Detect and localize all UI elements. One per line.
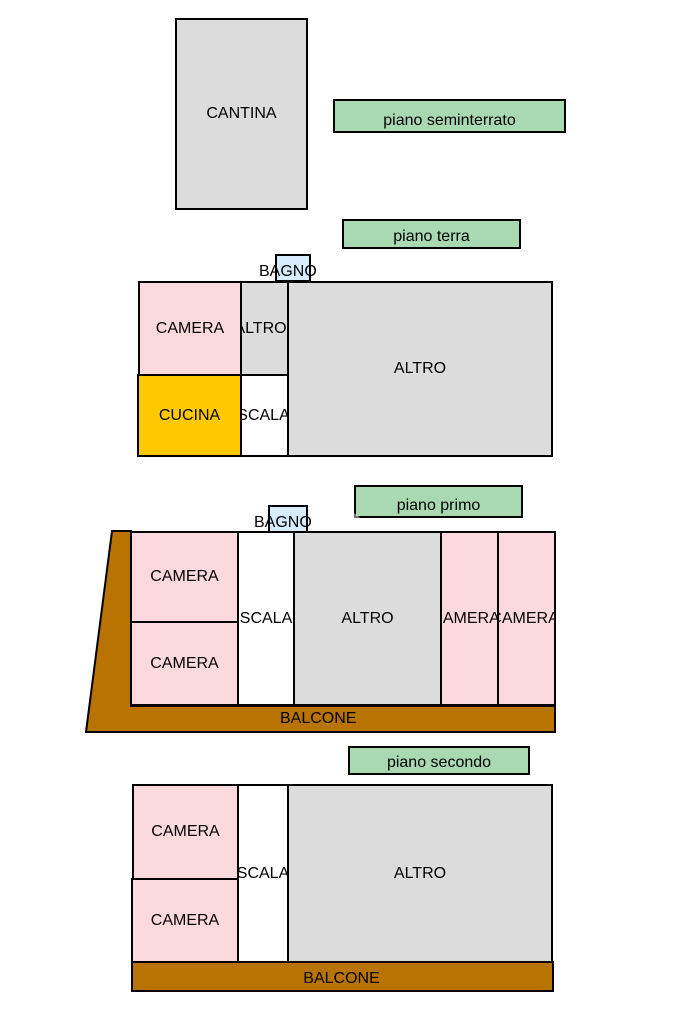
altro-room-terra-large: ALTRO — [287, 281, 553, 457]
camera-room-primo-3: CAMERA — [440, 531, 499, 706]
camera-room-primo-4: CAMERA — [497, 531, 556, 706]
cantina-room: CANTINA — [175, 18, 308, 210]
scala-label-primo: SCALA — [239, 609, 293, 627]
floor-label-secondo: piano secondo — [348, 746, 530, 775]
camera-label: CAMERA — [155, 319, 225, 337]
altro-room-primo: ALTRO — [293, 531, 442, 706]
camera-room-secondo-2: CAMERA — [131, 878, 239, 963]
cucina-room: CUCINA — [137, 374, 242, 457]
camera-label: CAMERA — [150, 911, 220, 929]
floor-label-terra: piano terra — [342, 219, 521, 249]
camera-label: CAMERA — [150, 654, 219, 672]
balcone-label-secondo: BALCONE — [303, 970, 380, 987]
scala-label-terra: SCALA — [240, 406, 289, 424]
camera-label: CAMERA — [150, 568, 219, 585]
floor-label-seminterrato: piano seminterrato — [333, 99, 566, 133]
camera-room-secondo-1: CAMERA — [132, 784, 239, 880]
altro-label-secondo: ALTRO — [393, 864, 447, 882]
balcone-label-primo: BALCONE — [280, 710, 357, 727]
scala-room-primo: SCALA — [237, 531, 295, 706]
cantina-label: CANTINA — [206, 105, 277, 122]
camera-room-primo-1: CAMERA — [130, 531, 239, 623]
altro-label-large: ALTRO — [393, 360, 447, 377]
camera-label: CAMERA — [151, 823, 220, 840]
balcone-room-secondo: BALCONE — [131, 961, 554, 992]
camera-room-primo-2: CAMERA — [130, 621, 239, 706]
cucina-label: CUCINA — [158, 406, 221, 424]
bagno-label-primo: BAGNO — [254, 514, 312, 531]
altro-label-small: ALTRO — [242, 319, 287, 337]
floor-label-primo: piano primo — [354, 485, 523, 518]
camera-room-terra: CAMERA — [138, 281, 242, 376]
scala-label-secondo: SCALA — [237, 864, 289, 882]
altro-label-primo: ALTRO — [341, 609, 394, 627]
altro-room-secondo: ALTRO — [287, 784, 553, 963]
scala-room-terra: SCALA — [240, 374, 289, 457]
camera-label: CAMERA — [499, 609, 556, 627]
camera-label: CAMERA — [442, 609, 499, 627]
scala-room-secondo: SCALA — [237, 784, 289, 963]
bagno-label-terra: BAGNO — [259, 263, 317, 280]
